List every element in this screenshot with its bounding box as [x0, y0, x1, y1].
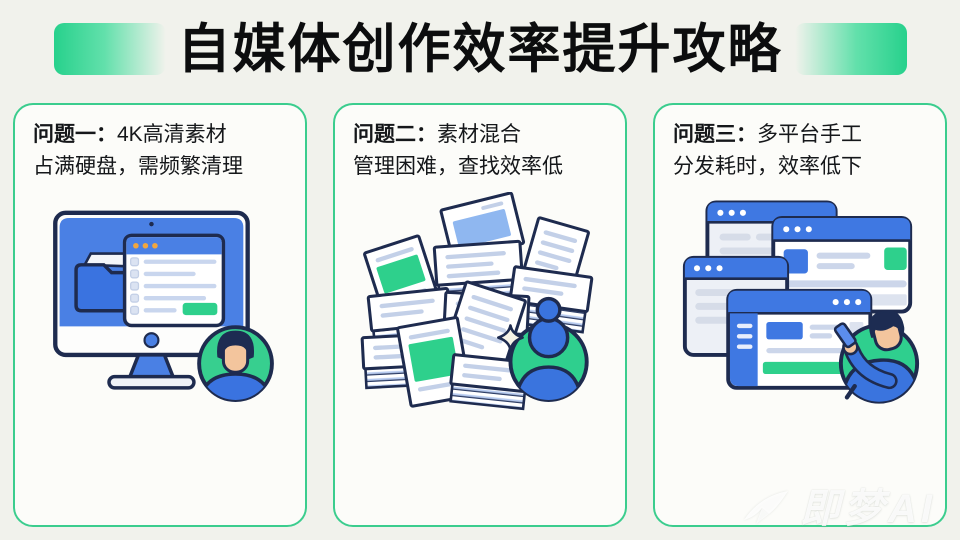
- file-list-window-icon: [122, 233, 226, 328]
- browser-window-icon: [726, 288, 873, 390]
- creator-avatar-icon: [197, 325, 274, 402]
- problem-cards-row: 问题一：4K高清素材占满硬盘，需频繁清理: [13, 103, 947, 527]
- page-title: 自媒体创作效率提升攻略: [177, 19, 783, 79]
- desktop-computer-illustration: [53, 210, 274, 402]
- title-accent-bar-left: [53, 23, 166, 75]
- person-with-phone-icon: [833, 310, 920, 404]
- browser-windows-illustration: [682, 200, 920, 404]
- pen-icon: [844, 383, 857, 400]
- card-1-heading: 问题一：4K高清素材占满硬盘，需频繁清理: [33, 123, 243, 178]
- sparkle-icon: [497, 324, 524, 352]
- card-1-illustration: [31, 192, 291, 517]
- problem-card-1: 问题一：4K高清素材占满硬盘，需频繁清理: [13, 103, 307, 527]
- paper-stacks-illustration: [360, 192, 594, 411]
- card-3-illustration: [671, 192, 931, 517]
- user-avatar-icon: [497, 296, 589, 402]
- card-2-heading: 问题二：素材混合管理困难，查找效率低: [353, 123, 563, 178]
- card-2-heading-lead: 问题二：: [353, 123, 437, 146]
- card-3-heading-lead: 问题三：: [673, 123, 757, 146]
- phone-icon: [833, 322, 857, 349]
- page-header: 自媒体创作效率提升攻略: [0, 0, 960, 92]
- card-3-heading: 问题三：多平台手工分发耗时，效率低下: [673, 123, 862, 178]
- problem-card-3: 问题三：多平台手工分发耗时，效率低下: [653, 103, 947, 527]
- problem-card-2: 问题二：素材混合管理困难，查找效率低: [333, 103, 627, 527]
- card-2-illustration: [351, 192, 611, 517]
- title-accent-bar-right: [794, 23, 907, 75]
- card-1-heading-lead: 问题一：: [33, 123, 117, 146]
